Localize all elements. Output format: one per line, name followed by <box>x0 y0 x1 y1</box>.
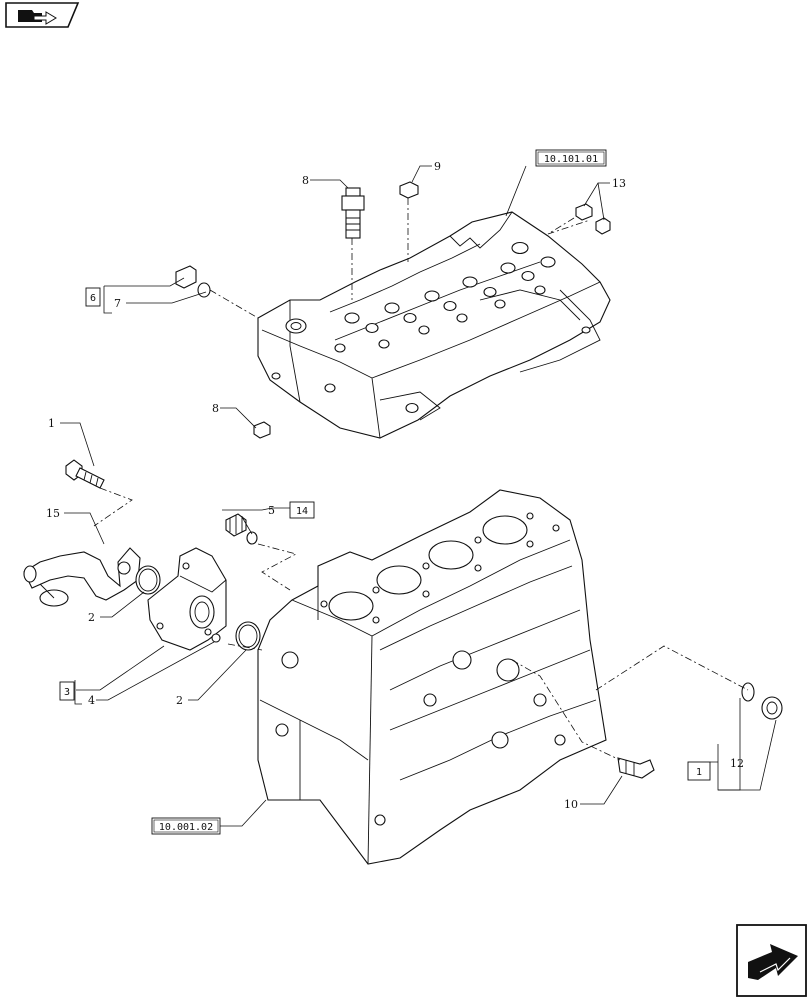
kit-box-6: 6 <box>85 287 101 307</box>
coolant-pipe <box>23 547 141 607</box>
fitting-part-8 <box>341 187 365 239</box>
ref-box-engine-block[interactable]: 10.001.02 <box>151 817 221 835</box>
folder-arrow-icon[interactable] <box>5 2 80 28</box>
plug-part-7 <box>175 265 211 298</box>
callout-8-lower: 8 <box>212 402 219 415</box>
svg-text:10.101.01: 10.101.01 <box>544 154 598 165</box>
plug-part-12 <box>741 682 783 720</box>
plugs-part-13 <box>575 203 611 235</box>
thermostat-housing <box>147 547 227 651</box>
callout-7: 7 <box>114 297 121 310</box>
callout-2-right: 2 <box>176 694 183 707</box>
svg-text:14: 14 <box>296 506 308 517</box>
cylinder-bores <box>328 515 528 621</box>
callout-10: 10 <box>564 798 578 811</box>
plug-part-8-lower <box>253 421 271 439</box>
svg-text:1: 1 <box>696 767 702 778</box>
plug-part-9 <box>399 181 419 199</box>
next-page-arrow-icon[interactable] <box>736 924 807 997</box>
head-valve-ports <box>271 241 591 414</box>
bolt-part-1 <box>65 459 105 489</box>
cylinder-head <box>257 211 611 439</box>
oring-parts-2 <box>135 565 261 651</box>
callout-15: 15 <box>46 507 60 520</box>
callout-13: 13 <box>612 177 626 190</box>
callout-12: 12 <box>730 757 744 770</box>
callout-8-top: 8 <box>302 174 309 187</box>
callout-9: 9 <box>434 160 441 173</box>
kit-box-14: 14 <box>289 501 315 519</box>
callout-1: 1 <box>48 417 55 430</box>
callout-5: 5 <box>268 504 275 517</box>
callout-4: 4 <box>88 694 95 707</box>
kit-box-1: 1 <box>687 761 711 781</box>
callout-2-left: 2 <box>88 611 95 624</box>
assembly-lines <box>93 198 749 761</box>
ref-box-cylinder-head[interactable]: 10.101.01 <box>535 149 607 167</box>
sensor-part-10 <box>617 757 655 779</box>
leader-lines <box>60 165 777 827</box>
block-bolt-holes <box>275 512 566 826</box>
plug-part-5 <box>225 513 258 545</box>
engine-block <box>257 489 607 865</box>
kit-box-3: 3 <box>59 681 75 701</box>
plug-part-4 <box>211 633 221 643</box>
svg-text:6: 6 <box>90 293 96 304</box>
svg-text:10.001.02: 10.001.02 <box>159 822 213 833</box>
callout-labels: 1 15 2 4 2 5 7 8 8 9 13 10 12 <box>46 160 744 811</box>
svg-text:3: 3 <box>64 687 70 698</box>
